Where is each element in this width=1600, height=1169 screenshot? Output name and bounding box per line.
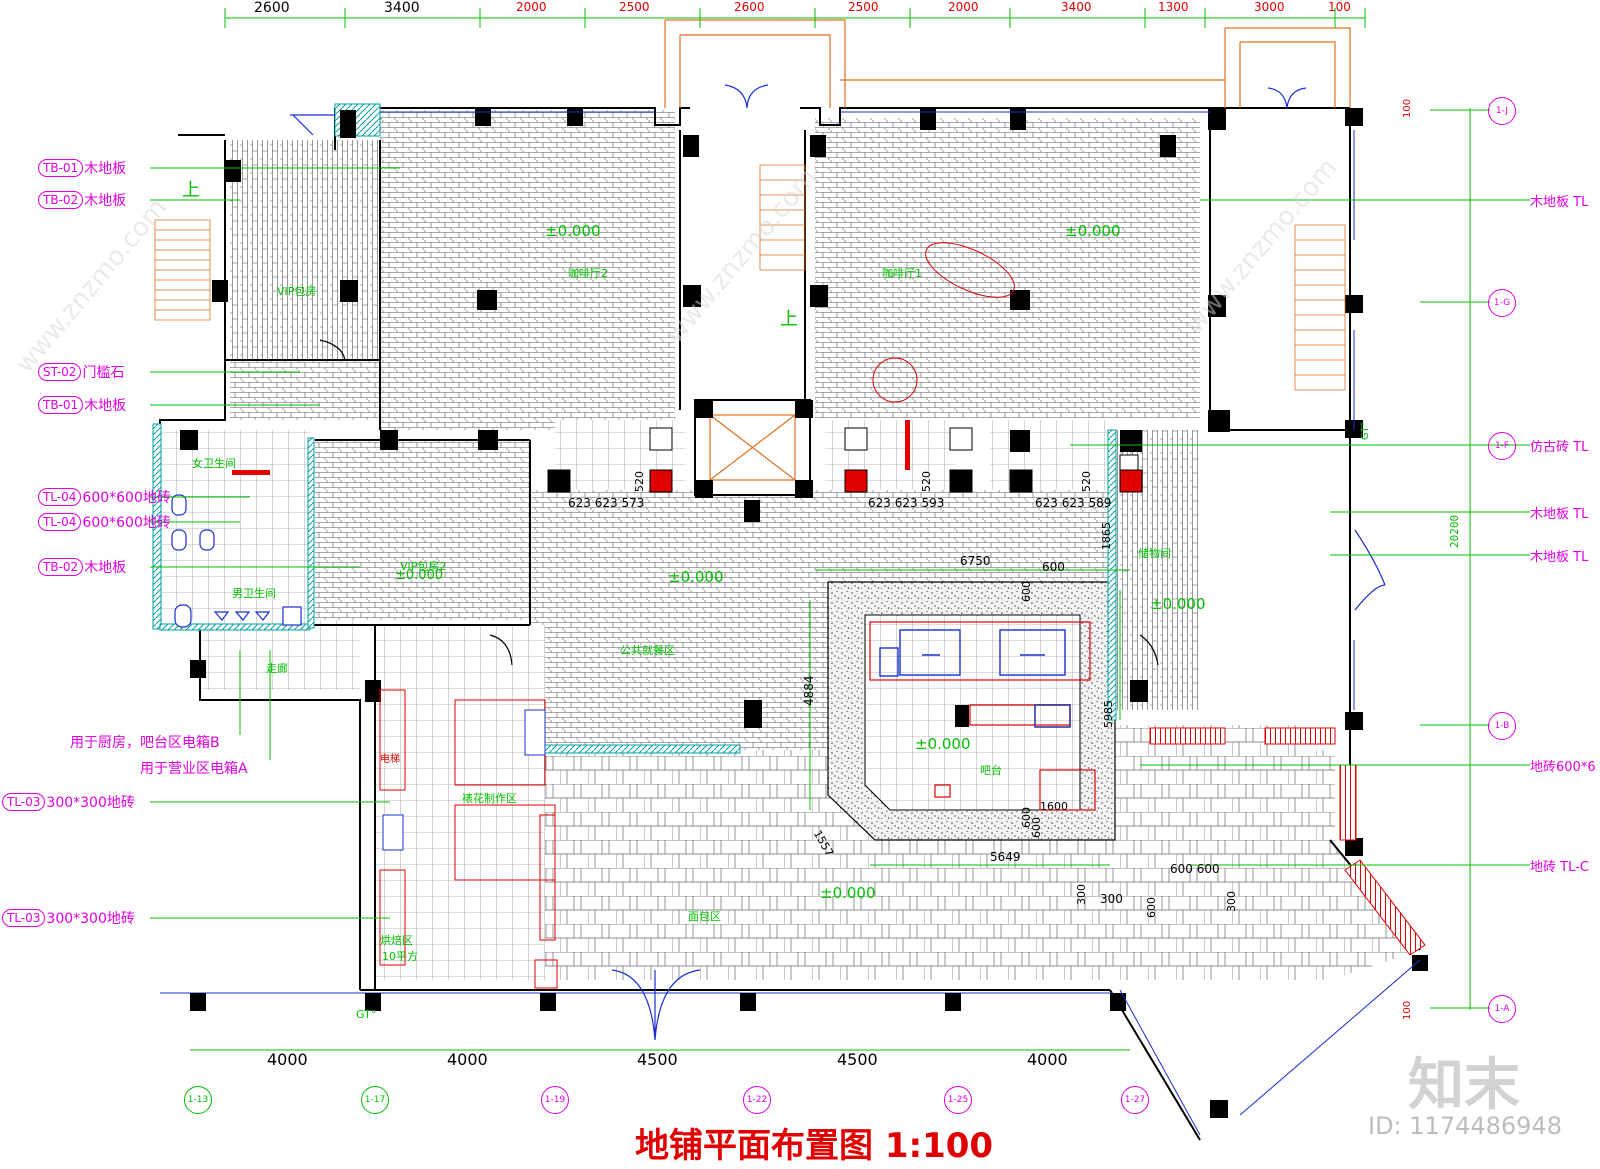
vip-room-floor [230,140,378,360]
vip-room-2-floor [315,440,530,620]
counter-shelves [547,427,1143,493]
leader-lines [150,109,1530,1009]
windows [380,111,1421,1136]
dimension-lines [190,17,1471,1051]
kitchen-fixtures [379,689,558,989]
kitchen-sinks [382,704,1071,851]
index-circle [872,357,918,403]
entrance-canopies [664,19,1351,108]
service-corridor-floor [200,620,360,690]
kitchen-floor [375,625,545,980]
corridor-floor [230,360,380,420]
restroom-fixtures [171,494,302,628]
partitions [152,103,1117,754]
entrance-floor [1110,840,1420,980]
bar-column [955,705,969,727]
coffee-hall-2-floor [380,110,675,430]
columns [180,108,1428,1118]
feature-ellipse [925,242,1015,298]
doors [290,84,1386,1041]
display-racks [232,420,1426,956]
bar-inner [864,614,1081,811]
bar-fixtures [879,629,1071,728]
elevator [694,399,813,498]
counter-zone-3 [990,420,1115,490]
stairs [154,164,1346,391]
bakery-floor-east [1105,725,1315,845]
top-dimension-ticks [224,8,1366,28]
restroom-floor [160,430,310,620]
floor-finishes [160,110,1420,980]
coffee-hall-1-floor [815,118,1200,418]
